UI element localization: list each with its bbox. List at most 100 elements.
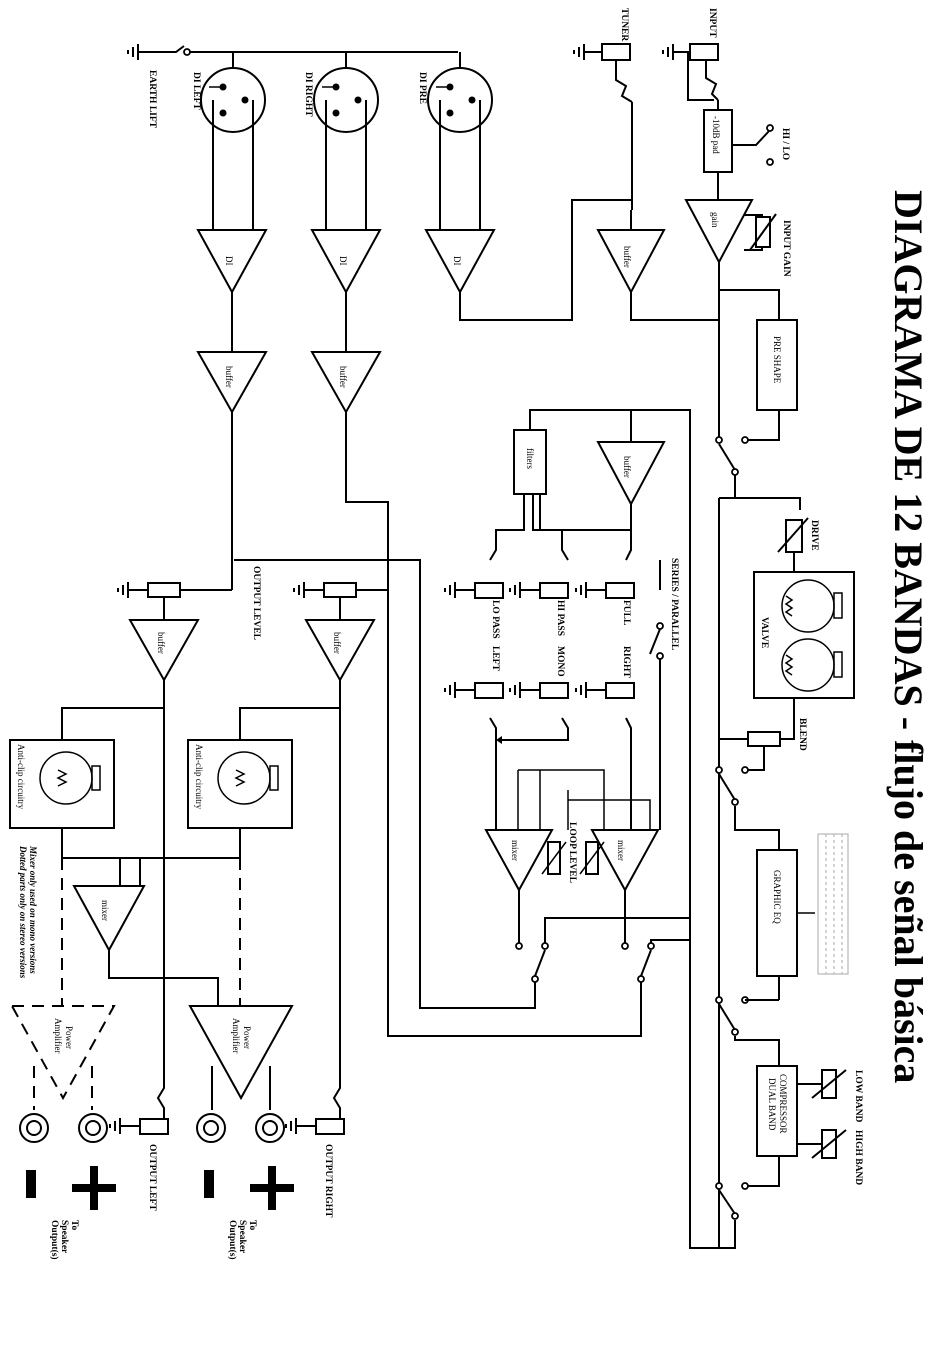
- di-pre-amp: [424, 229, 496, 295]
- right-return-jack[interactable]: [605, 682, 635, 699]
- full-ground-icon: [575, 581, 587, 599]
- di-left-buffer-label: buffer: [224, 366, 234, 388]
- di-right-amp: [310, 229, 382, 295]
- compressor-label-2: COMPRESSOR: [778, 1074, 788, 1134]
- output-right-buffer-label: buffer: [332, 632, 342, 654]
- tuner-ground-icon: [573, 43, 585, 61]
- di-left-buffer: [196, 351, 268, 415]
- left-jack-label: LEFT: [490, 646, 500, 671]
- full-jack[interactable]: [605, 582, 635, 599]
- right-loop-switch[interactable]: [647, 942, 655, 950]
- di-right-xlr[interactable]: [313, 67, 379, 133]
- compressor-switch[interactable]: [741, 1182, 749, 1190]
- right-power-amp-label-1: Power: [242, 1026, 252, 1049]
- filters-label: filters: [525, 448, 535, 469]
- di-left-label: DI LEFT: [191, 72, 201, 110]
- mono-note: Mixer only used on mono versions: [28, 845, 38, 974]
- loop-buffer-label: buffer: [622, 456, 632, 478]
- left-loop-switch[interactable]: [541, 942, 549, 950]
- input-jack[interactable]: [689, 43, 719, 61]
- hi-pass-ground-icon: [509, 581, 521, 599]
- left-speaker-plus-terminal[interactable]: [78, 1113, 108, 1143]
- right-speaker-label-3: Output(s): [227, 1220, 238, 1260]
- page-title: DIAGRAMA DE 12 BANDAS - flujo de señal b…: [886, 190, 931, 1083]
- input-label: INPUT: [707, 8, 717, 38]
- left-loop-mixer-label: mixer: [510, 840, 520, 861]
- output-right-jack[interactable]: [315, 1118, 345, 1135]
- output-left-buffer-label: buffer: [156, 632, 166, 654]
- di-right-buffer: [310, 351, 382, 415]
- lo-pass-jack[interactable]: [474, 582, 504, 599]
- pre-shape-block: [756, 319, 798, 411]
- graphic-eq-label: GRAPHIC EQ: [772, 870, 782, 924]
- di-left-xlr[interactable]: [200, 67, 266, 133]
- series-parallel-switch[interactable]: [656, 652, 664, 660]
- output-left-jack[interactable]: [139, 1118, 169, 1135]
- right-speaker-label-1: To: [247, 1220, 257, 1230]
- left-speaker-label-3: Output(s): [49, 1220, 60, 1260]
- input-ground-icon: [662, 43, 674, 61]
- left-plus-icon: [72, 1166, 116, 1210]
- right-minus-icon: [204, 1170, 214, 1198]
- right-loop-mixer-label: mixer: [616, 840, 626, 861]
- pad-label: -10dB pad: [711, 116, 721, 154]
- mono-label: MONO: [555, 646, 565, 677]
- left-loop-mixer: [484, 829, 554, 893]
- hi-lo-switch[interactable]: [766, 158, 774, 166]
- mono-return-ground-icon: [509, 681, 521, 699]
- right-speaker-minus-terminal[interactable]: [196, 1113, 226, 1143]
- output-left-level-ground-icon: [117, 581, 129, 599]
- earth-lift-switch[interactable]: [183, 48, 191, 56]
- output-mixer-label: mixer: [100, 900, 110, 921]
- di-pre-label: DI PRE: [417, 72, 427, 104]
- right-return-ground-icon: [575, 681, 587, 699]
- di-left-amp: [196, 229, 268, 295]
- hi-pass-jack[interactable]: [539, 582, 569, 599]
- right-jack-label: RIGHT: [621, 646, 631, 678]
- blend-pot[interactable]: [747, 731, 781, 747]
- di-pre-xlr[interactable]: [427, 67, 493, 133]
- left-anti-clip-label: Anti-clip circuitry: [16, 744, 26, 810]
- valve-switch[interactable]: [741, 766, 749, 774]
- mono-return-jack[interactable]: [539, 682, 569, 699]
- output-right-level-pot[interactable]: [323, 582, 357, 598]
- right-power-amplifier: [188, 1005, 294, 1101]
- gain-label: gain: [710, 212, 720, 228]
- di-right-amp-label: DI: [338, 256, 348, 266]
- drive-label: DRIVE: [809, 520, 819, 551]
- right-speaker-label-2: Speaker: [237, 1220, 247, 1254]
- tuner-jack[interactable]: [601, 43, 631, 61]
- pre-shape-switch[interactable]: [741, 436, 749, 444]
- earth-ground-icon: [127, 43, 139, 61]
- high-band-label: HIGH BAND: [853, 1130, 863, 1185]
- di-left-amp-label: DI: [224, 256, 234, 266]
- left-speaker-label-2: Speaker: [59, 1220, 69, 1254]
- output-level-label: OUTPUT LEVEL: [251, 566, 261, 640]
- full-label: FULL: [621, 600, 631, 625]
- right-plus-icon: [250, 1166, 294, 1210]
- right-anti-clip-label: Anti-clip circuitry: [194, 744, 204, 810]
- left-speaker-label-1: To: [69, 1220, 79, 1230]
- tuner-buffer-label: buffer: [622, 246, 632, 268]
- output-left-label: OUTPUT LEFT: [147, 1144, 157, 1211]
- right-loop-mixer: [590, 829, 660, 893]
- hi-pass-label: HI PASS: [555, 600, 565, 636]
- pad-block: [703, 109, 733, 173]
- loop-level-label: LOOP LEVEL: [567, 822, 577, 883]
- low-band-label: LOW BAND: [853, 1070, 863, 1122]
- left-speaker-minus-terminal[interactable]: [19, 1113, 49, 1143]
- right-power-amp-label-2: Amplifier: [231, 1018, 241, 1054]
- lo-pass-ground-icon: [444, 581, 456, 599]
- output-left-level-pot[interactable]: [147, 582, 181, 598]
- eq-sliders-icon: [797, 833, 849, 975]
- right-speaker-plus-terminal[interactable]: [255, 1113, 285, 1143]
- output-right-label: OUTPUT RIGHT: [323, 1144, 333, 1218]
- blend-label: BLEND: [797, 718, 807, 751]
- output-right-level-ground-icon: [293, 581, 305, 599]
- output-mixer: [72, 885, 146, 953]
- left-return-jack[interactable]: [474, 682, 504, 699]
- drive-pot[interactable]: [785, 519, 803, 553]
- left-minus-icon: [26, 1170, 36, 1198]
- series-parallel-label: SERIES / PARALLEL: [669, 558, 679, 650]
